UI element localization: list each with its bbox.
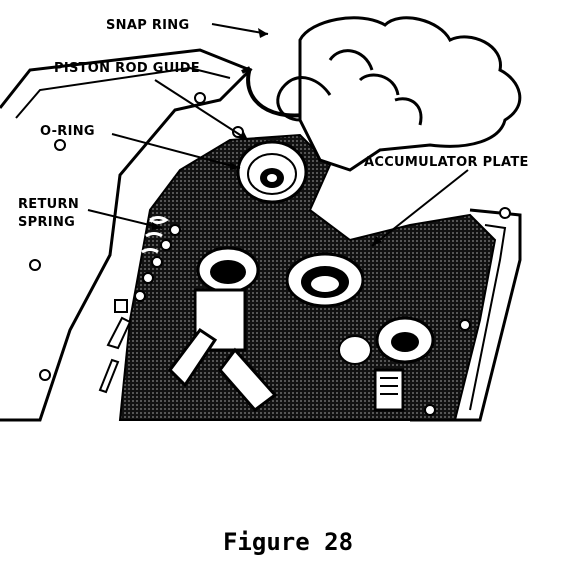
leader-accumulator-plate <box>371 169 469 247</box>
hand <box>276 16 522 172</box>
leader-lines <box>87 23 469 247</box>
label-snap-ring: SNAP RING <box>106 18 189 33</box>
leader-snap-ring <box>211 23 269 35</box>
leader-return-spring <box>87 209 163 229</box>
left-bore <box>168 246 278 413</box>
separator-plate-slots <box>98 224 181 394</box>
figure-caption: Figure 28 <box>222 528 354 556</box>
leader-piston-rod-guide <box>154 79 249 141</box>
return-spring <box>141 216 169 254</box>
right-bore <box>338 316 435 412</box>
bolt-holes <box>29 92 511 416</box>
leader-arrows <box>152 28 382 246</box>
accumulator-bore <box>285 252 365 308</box>
label-accumulator-plate: ACCUMULATOR PLATE <box>364 155 529 170</box>
label-return-spring-2: SPRING <box>18 215 75 230</box>
leader-o-ring <box>111 133 241 169</box>
label-return-spring-1: RETURN <box>18 197 79 212</box>
label-o-ring: O-RING <box>40 124 95 139</box>
label-piston-rod-guide: PISTON ROD GUIDE <box>54 61 200 76</box>
piston-rod-guide <box>236 140 308 204</box>
